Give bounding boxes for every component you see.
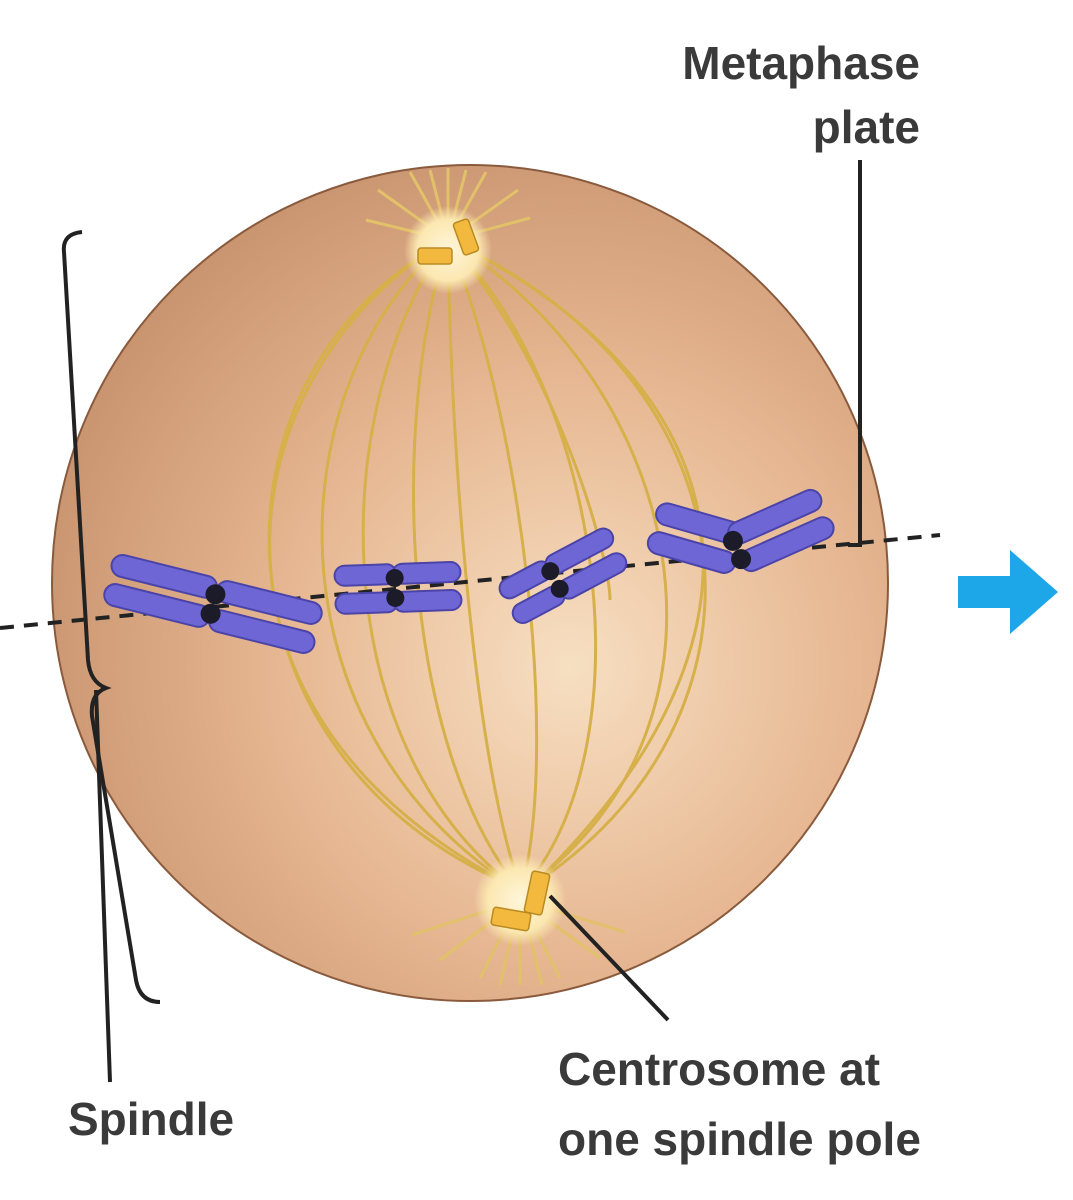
chromosome xyxy=(103,553,323,655)
centrosome-top xyxy=(365,168,531,294)
chromosome xyxy=(646,488,835,574)
centrosome-leader-line xyxy=(548,894,670,1022)
metaphase-leader-line xyxy=(848,160,862,547)
centriole xyxy=(523,870,551,916)
spindle-label: Spindle xyxy=(68,1093,235,1145)
centrosome-label-line2: one spindle pole xyxy=(558,1113,921,1165)
right-arrow-icon xyxy=(958,550,1058,634)
cell xyxy=(51,164,889,1002)
centriole xyxy=(417,247,453,265)
centriole xyxy=(452,218,480,256)
metaphase-plate-label-line1: Metaphase xyxy=(682,37,920,89)
centrosome-label-line1: Centrosome at xyxy=(558,1043,881,1095)
centriole xyxy=(490,906,532,932)
spindle-leader-line xyxy=(94,689,112,1083)
metaphase-plate-label-line2: plate xyxy=(812,101,920,153)
spindle-brace xyxy=(61,230,161,1004)
centrosome-bottom xyxy=(411,854,626,986)
chromosome xyxy=(498,527,628,625)
chromosome xyxy=(333,561,463,615)
